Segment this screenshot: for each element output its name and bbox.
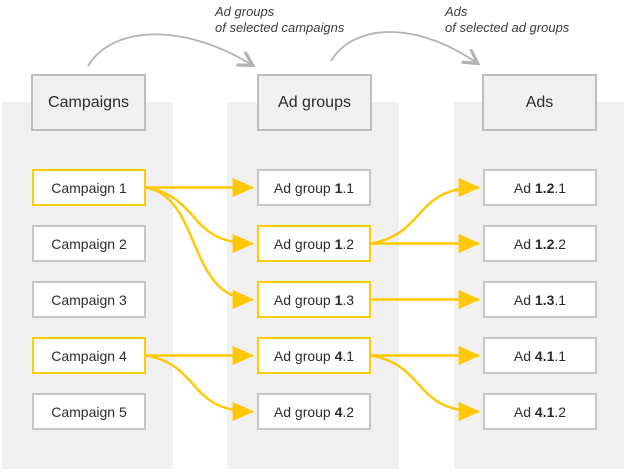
node-adgroup-1-3: Ad group 1.3: [257, 281, 371, 318]
node-ad-4-1-2: Ad 4.1.2: [483, 393, 597, 430]
node-label: Ad group 1.2: [273, 235, 355, 252]
node-label: Campaign 1: [51, 179, 127, 196]
arc-label-adgroups-line1: Ad groups: [215, 4, 275, 19]
arc-label-adgroups: Ad groups of selected campaigns: [215, 4, 344, 35]
node-campaign-3: Campaign 3: [32, 281, 146, 318]
node-ad-1-2-2: Ad 1.2.2: [483, 225, 597, 262]
node-adgroup-1-2: Ad group 1.2: [257, 225, 371, 262]
campaigns-header-box: Campaigns: [31, 74, 146, 131]
node-campaign-2: Campaign 2: [32, 225, 146, 262]
adgroups-header-box: Ad groups: [257, 74, 372, 131]
ads-header-box: Ads: [482, 74, 597, 131]
node-campaign-5: Campaign 5: [32, 393, 146, 430]
node-label: Ad 1.2.2: [513, 235, 567, 252]
node-adgroup-4-2: Ad group 4.2: [257, 393, 371, 430]
node-campaign-4: Campaign 4: [32, 337, 146, 374]
campaigns-to-adgroups-arc-arrow: [87, 33, 252, 66]
node-label: Ad group 1.3: [273, 291, 355, 308]
node-label: Ad group 4.2: [273, 403, 355, 420]
arc-label-adgroups-line2: of selected campaigns: [215, 19, 345, 35]
arc-label-ads: Ads of selected ad groups: [445, 4, 569, 35]
node-adgroup-4-1: Ad group 4.1: [257, 337, 371, 374]
node-label: Campaign 4: [51, 347, 127, 364]
node-ad-1-2-1: Ad 1.2.1: [483, 169, 597, 206]
arc-label-ads-line1: Ads: [445, 4, 468, 19]
node-label: Campaign 3: [51, 291, 127, 308]
node-label: Ad 1.2.1: [513, 179, 567, 196]
arc-label-ads-line2: of selected ad groups: [445, 19, 570, 35]
node-adgroup-1-1: Ad group 1.1: [257, 169, 371, 206]
node-ad-4-1-1: Ad 4.1.1: [483, 337, 597, 374]
node-label: Ad 4.1.2: [513, 403, 567, 420]
node-campaign-1: Campaign 1: [32, 169, 146, 206]
node-label: Campaign 2: [51, 235, 127, 252]
node-ad-1-3-1: Ad 1.3.1: [483, 281, 597, 318]
adgroups-to-ads-arc-arrow: [330, 31, 477, 63]
node-label: Ad group 1.1: [273, 179, 355, 196]
node-label: Ad 4.1.1: [513, 347, 567, 364]
node-label: Ad 1.3.1: [513, 291, 567, 308]
node-label: Ad group 4.1: [273, 347, 355, 364]
node-label: Campaign 5: [51, 403, 127, 420]
